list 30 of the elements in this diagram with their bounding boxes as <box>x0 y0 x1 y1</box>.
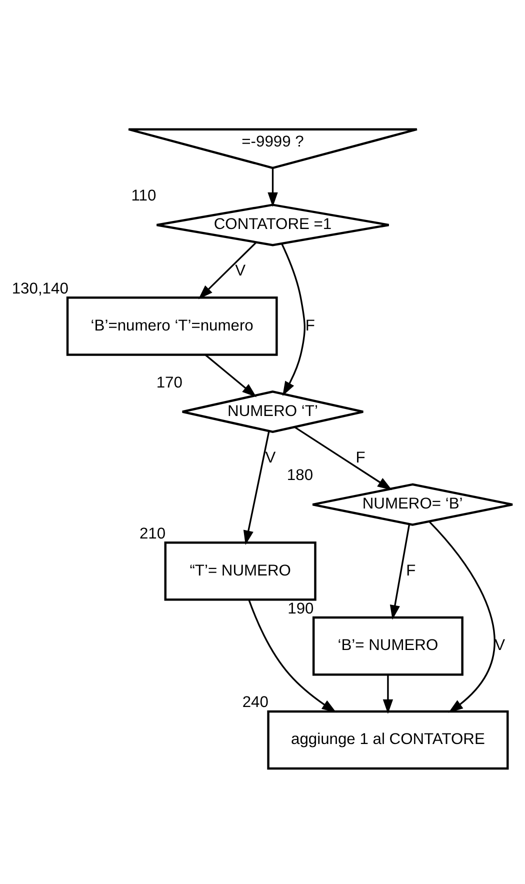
arrow <box>294 426 392 490</box>
edge-label: F <box>305 316 316 334</box>
edge-label: V <box>235 262 246 280</box>
node-diamond: NUMERO= ‘B’ <box>312 482 514 526</box>
node-label: 210 <box>139 524 166 542</box>
arrow <box>382 674 394 714</box>
node-label: 190 <box>288 600 314 617</box>
arrow <box>428 520 496 712</box>
edge-label: F <box>356 448 366 466</box>
node-label: 110 <box>131 187 156 204</box>
arrow <box>205 354 257 397</box>
arrow <box>281 242 306 396</box>
arrow <box>243 430 270 545</box>
arrow <box>268 168 278 206</box>
edge-label: V <box>265 448 276 466</box>
node-box: “T’= NUMERO <box>164 540 316 600</box>
node-label: 180 <box>286 466 314 484</box>
arrow <box>248 599 336 712</box>
node-diamond: CONTATORE =1 <box>156 203 390 246</box>
node-label: 130,140 <box>12 280 68 297</box>
node-label: 240 <box>242 694 268 711</box>
node-diamond: NUMERO ‘T’ <box>181 390 364 433</box>
node-label: 170 <box>156 374 182 391</box>
arrow <box>198 241 257 299</box>
arrow <box>390 524 410 620</box>
edge-label: V <box>494 636 506 654</box>
node-box: ‘B’= NUMERO <box>312 616 464 676</box>
node-box: ‘B’=numero ‘T’=numero <box>66 296 278 356</box>
node-box: aggiunge 1 al CONTATORE <box>267 710 509 770</box>
edge-label: F <box>406 562 416 579</box>
